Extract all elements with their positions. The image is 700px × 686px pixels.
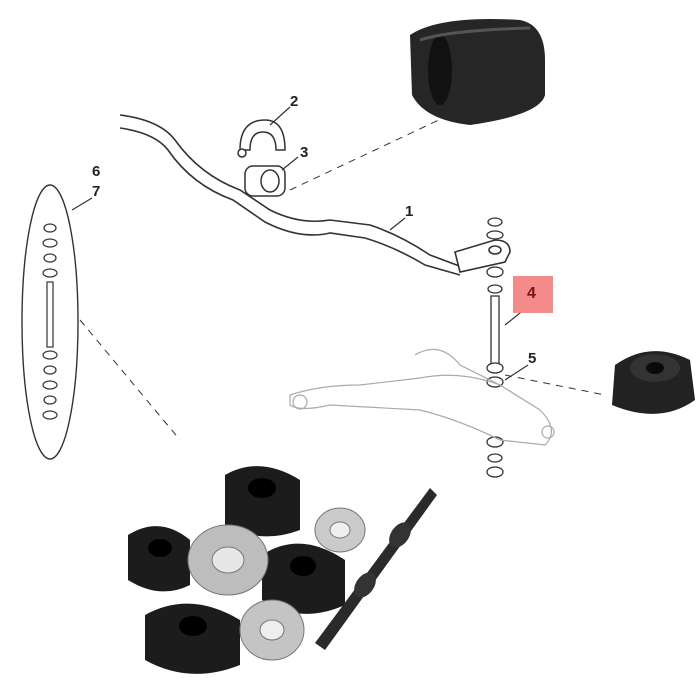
bushing-photo [410, 19, 545, 125]
leader-line [504, 374, 606, 396]
stabilizer-bar [119, 114, 511, 276]
leader-line [289, 109, 461, 191]
callout-5: 5 [528, 350, 537, 367]
callout-7: 7 [92, 183, 101, 200]
control-arm [289, 348, 555, 446]
link-stack [486, 217, 504, 478]
link-bushing-photo [612, 351, 695, 414]
kit-photo [128, 466, 437, 674]
callout-3: 3 [300, 144, 309, 161]
callout-2: 2 [290, 93, 299, 110]
callout-6: 6 [92, 163, 101, 180]
kit-oval [21, 184, 79, 460]
bracket-clamp [237, 119, 286, 158]
callout-4: 4 [527, 285, 536, 302]
highlight-callout-4: 4 [513, 276, 553, 313]
bar-bushing [244, 165, 286, 197]
leader-line [79, 319, 181, 441]
callout-1: 1 [405, 203, 414, 220]
